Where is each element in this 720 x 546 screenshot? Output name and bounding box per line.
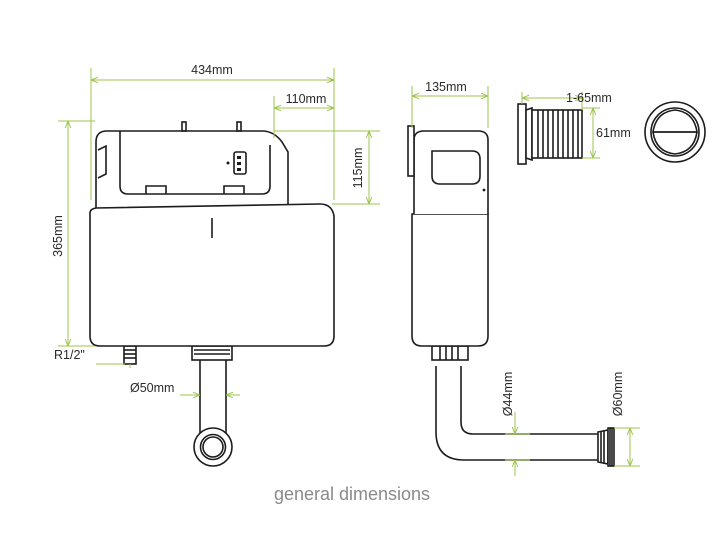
label-top-height: 115mm bbox=[351, 148, 365, 189]
side-view bbox=[407, 125, 615, 467]
flush-button-front bbox=[644, 101, 706, 163]
label-cistern-width: 434mm bbox=[191, 63, 233, 77]
caption: general dimensions bbox=[274, 484, 430, 504]
label-inlet-thread: R1/2" bbox=[54, 348, 85, 362]
front-view bbox=[89, 121, 335, 467]
dimension-labels: 434mm 110mm 115mm 365mm R1/2" Ø50mm 135m… bbox=[51, 63, 631, 416]
side-inlet-connector bbox=[431, 345, 469, 361]
side-body bbox=[407, 125, 489, 347]
label-button-length: 1-65mm bbox=[566, 91, 612, 105]
label-depth: 135mm bbox=[425, 80, 467, 94]
front-upper-section bbox=[95, 121, 289, 211]
label-pipe-side-large: Ø60mm bbox=[611, 372, 625, 416]
front-lower-tank bbox=[89, 203, 335, 347]
front-flush-pipe bbox=[191, 345, 233, 467]
label-button-height: 61mm bbox=[596, 126, 631, 140]
label-pipe-side-small: Ø44mm bbox=[501, 372, 515, 416]
label-overall-height: 365mm bbox=[51, 215, 65, 257]
side-flush-pipe bbox=[435, 366, 615, 467]
label-inlet-offset: 110mm bbox=[286, 92, 327, 106]
flush-button-side bbox=[517, 103, 583, 165]
label-flush-pipe-front: Ø50mm bbox=[130, 381, 174, 395]
dimension-lines bbox=[58, 68, 640, 476]
